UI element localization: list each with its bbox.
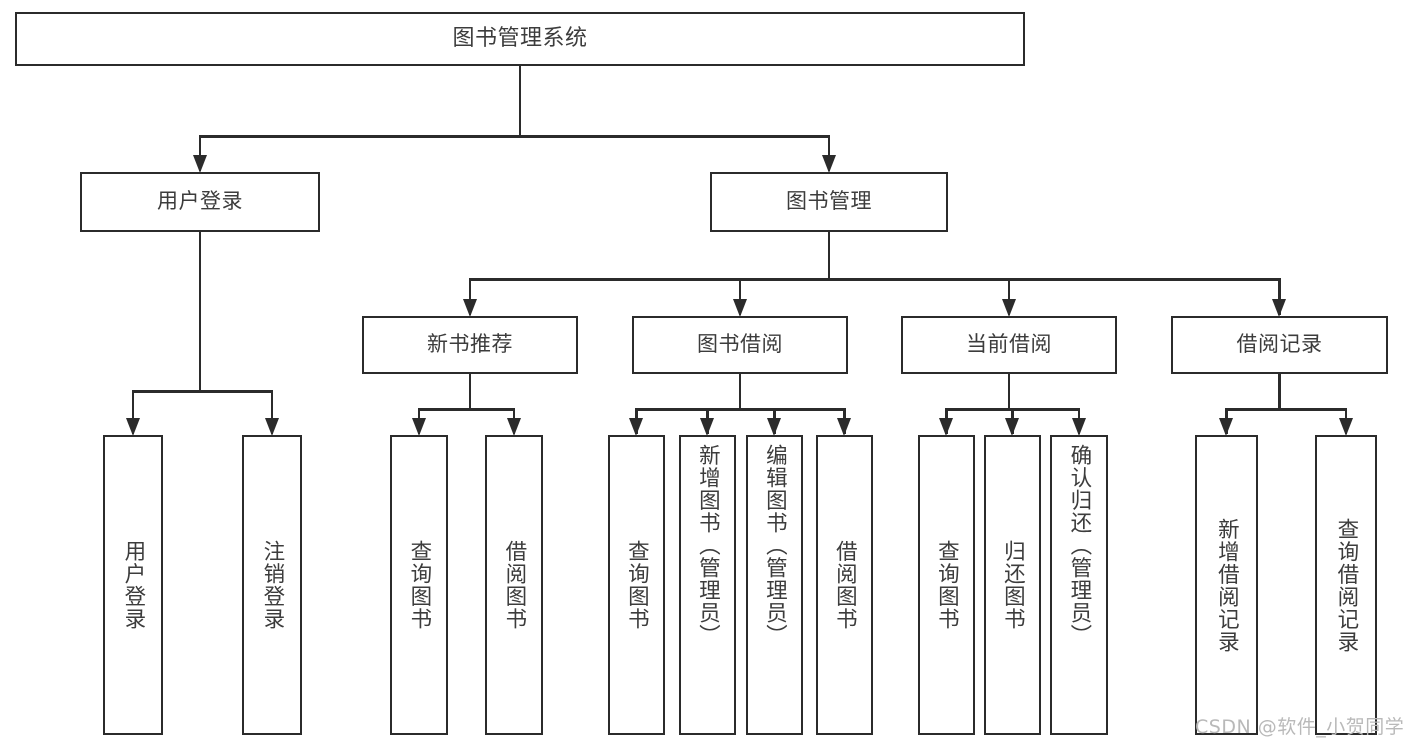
drop-to-current-borrow [1007, 278, 1011, 315]
node-label: 借阅图书 [832, 540, 858, 630]
arrow-to-leaf-borrow-book-rec [506, 418, 521, 436]
bus-for-book-borrow [636, 408, 845, 411]
leaf-leaf-borrow-book-rec[interactable]: 借阅图书 [485, 435, 543, 735]
arrow-to-current-borrow [1001, 299, 1016, 317]
arrow-to-user-login [192, 155, 207, 173]
arrow-to-borrow-record [1272, 299, 1286, 317]
node-label: 用户登录 [157, 189, 243, 214]
arrow-to-leaf-query-book-br [629, 418, 643, 436]
drop-to-user-login [198, 135, 202, 171]
node-user-login[interactable]: 用户登录 [80, 172, 320, 232]
arrow-to-leaf-user-login [125, 418, 140, 436]
leaf-leaf-return-book[interactable]: 归还图书 [984, 435, 1041, 735]
node-label: 编辑图书（管理员） [762, 444, 788, 647]
stem-from-borrow-record [1278, 374, 1281, 408]
bus-for-root [200, 135, 829, 138]
leaf-leaf-add-book[interactable]: 新增图书（管理员） [679, 435, 736, 735]
csdn-watermark: CSDN @软件_小贺同学 [1195, 716, 1405, 738]
leaf-leaf-query-book-rec[interactable]: 查询图书 [390, 435, 448, 735]
drop-to-borrow-record [1278, 278, 1281, 315]
stem-from-current-borrow [1007, 374, 1011, 408]
drop-to-leaf-logout-login [270, 390, 274, 434]
leaf-leaf-query-book-cb[interactable]: 查询图书 [918, 435, 975, 735]
stem-from-book-manage [827, 232, 831, 278]
stem-from-user-login [198, 232, 202, 390]
bus-for-borrow-record [1226, 408, 1346, 411]
node-label: 注销登录 [259, 540, 285, 630]
arrow-to-leaf-edit-book [767, 418, 781, 436]
node-label: 查询图书 [934, 540, 960, 630]
node-borrow-record[interactable]: 借阅记录 [1171, 316, 1388, 374]
leaf-leaf-edit-book[interactable]: 编辑图书（管理员） [746, 435, 803, 735]
leaf-leaf-query-record[interactable]: 查询借阅记录 [1315, 435, 1377, 735]
arrow-to-book-manage [821, 155, 836, 173]
node-label: 图书管理系统 [452, 25, 588, 51]
node-root[interactable]: 图书管理系统 [15, 12, 1025, 66]
leaf-leaf-user-login[interactable]: 用户登录 [103, 435, 163, 735]
leaf-leaf-query-book-br[interactable]: 查询图书 [608, 435, 665, 735]
node-label: 新书推荐 [427, 332, 513, 357]
stem-from-new-book-rec [468, 374, 472, 408]
node-label: 图书管理 [786, 189, 872, 214]
node-new-book-rec[interactable]: 新书推荐 [362, 316, 578, 374]
arrow-to-book-borrow [732, 299, 747, 317]
node-label: 归还图书 [1000, 540, 1026, 630]
arrow-to-leaf-query-book-cb [939, 418, 953, 436]
arrow-to-leaf-add-record [1219, 418, 1233, 436]
drop-to-book-manage [827, 135, 831, 171]
drop-to-leaf-user-login [131, 390, 135, 434]
bus-for-user-login [133, 390, 272, 393]
drop-to-book-borrow [738, 278, 742, 315]
leaf-leaf-logout-login[interactable]: 注销登录 [242, 435, 302, 735]
bus-for-book-manage [470, 278, 1280, 281]
node-current-borrow[interactable]: 当前借阅 [901, 316, 1117, 374]
node-book-borrow[interactable]: 图书借阅 [632, 316, 848, 374]
node-label: 用户登录 [120, 540, 146, 630]
drop-to-new-book-rec [468, 278, 472, 315]
leaf-leaf-add-record[interactable]: 新增借阅记录 [1195, 435, 1258, 735]
node-label: 查询借阅记录 [1333, 517, 1359, 653]
arrow-to-leaf-query-record [1338, 418, 1353, 436]
bus-for-new-book-rec [419, 408, 514, 411]
node-label: 图书借阅 [697, 332, 783, 357]
arrow-to-leaf-confirm-return [1071, 418, 1086, 436]
node-label: 借阅图书 [501, 540, 527, 630]
arrow-to-leaf-return-book [1005, 418, 1019, 436]
arrow-to-leaf-borrow-book-br [837, 418, 851, 436]
node-label: 确认归还（管理员） [1066, 444, 1092, 647]
arrow-to-leaf-add-book [700, 418, 714, 436]
node-label: 借阅记录 [1236, 332, 1323, 357]
node-label: 查询图书 [624, 540, 650, 630]
stem-from-root [518, 66, 522, 135]
arrow-to-new-book-rec [462, 299, 477, 317]
arrow-to-leaf-logout-login [264, 418, 279, 436]
leaf-leaf-borrow-book-br[interactable]: 借阅图书 [816, 435, 873, 735]
stem-from-book-borrow [738, 374, 742, 408]
node-label: 查询图书 [406, 540, 432, 630]
node-label: 新增图书（管理员） [695, 444, 721, 647]
node-label: 新增借阅记录 [1214, 517, 1240, 653]
arrow-to-leaf-query-book-rec [411, 418, 426, 436]
node-label: 当前借阅 [966, 332, 1052, 357]
leaf-leaf-confirm-return[interactable]: 确认归还（管理员） [1050, 435, 1108, 735]
node-book-manage[interactable]: 图书管理 [710, 172, 948, 232]
